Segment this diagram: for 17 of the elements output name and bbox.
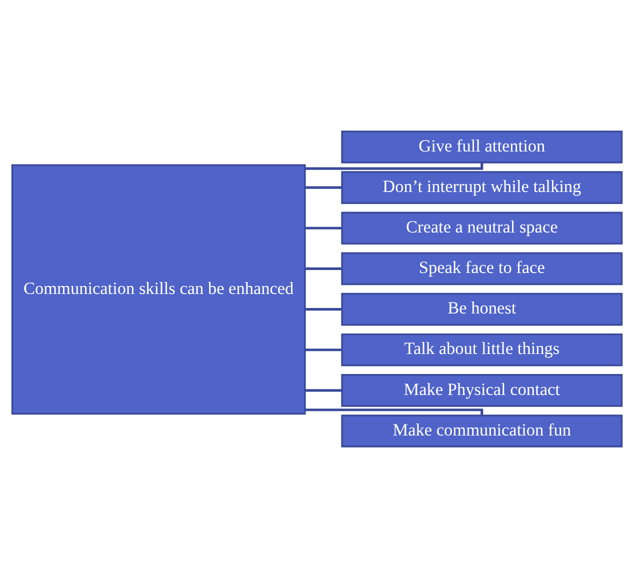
- node-box: Talk about little things: [341, 333, 623, 366]
- connector: [305, 408, 484, 416]
- node-box: Don’t interrupt while talking: [341, 171, 623, 204]
- node-box: Speak face to face: [341, 252, 623, 286]
- connector: [305, 267, 342, 270]
- connector: [305, 348, 342, 352]
- connector: [305, 308, 342, 311]
- node-box: Give full attention: [341, 130, 623, 164]
- node-box: Communication skills can be enhanced: [11, 164, 306, 415]
- connector: [305, 186, 342, 189]
- connector: [305, 226, 342, 230]
- node-box: Make Physical contact: [341, 374, 623, 407]
- node-box: Be honest: [341, 292, 623, 326]
- connector: [305, 162, 484, 170]
- node-box: Create a neutral space: [341, 212, 623, 245]
- node-box: Make communication fun: [341, 414, 623, 448]
- connector: [305, 389, 342, 392]
